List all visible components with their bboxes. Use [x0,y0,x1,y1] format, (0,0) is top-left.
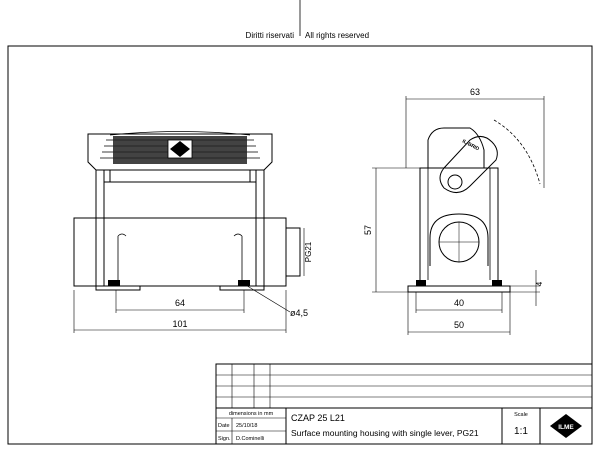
side-view: IL-BRID [407,119,541,293]
logo-diamond-icon [550,414,582,438]
front-logo-diamond-icon [170,141,190,157]
sign-value: D.Cominelli [236,436,264,442]
front-left-foot-hole [108,280,120,286]
front-base-feet [95,285,265,291]
front-body-inner [117,233,243,280]
front-cable-gland [285,227,301,277]
scale-value: 1:1 [514,426,528,437]
scale-label: Scale [514,412,528,418]
dim-leader-hole [243,283,291,313]
logo-text: ILME [558,424,574,431]
part-code: CZAP 25 L21 [291,413,345,423]
side-lever-pivot [447,174,463,190]
side-lever [439,136,498,193]
side-cap-outline [427,127,485,168]
dim-label-50: 50 [454,320,464,330]
part-description: Surface mounting housing with single lev… [291,428,479,438]
title-block-frame [215,363,593,445]
side-right-foot [492,280,502,286]
date-label: Date [218,423,230,429]
dim-label-4: 4 [535,281,544,286]
sign-label: Sign. [218,436,231,442]
rights-notice-english: All rights reserved [305,31,369,40]
date-value: 25/10/18 [236,423,257,429]
dim-label-40: 40 [454,298,464,308]
front-right-leg [249,169,265,290]
front-dimensions: 101 64 ø4,5 PG21 [73,228,313,333]
front-right-foot-hole [238,280,250,286]
rights-notice-italian: Diritti riservati [246,31,295,40]
lever-swing-arc [493,119,541,185]
company-logo: ILME [550,414,582,438]
side-dimensions: 63 57 40 50 4 [363,87,545,335]
dim-label-63: 63 [470,87,480,97]
title-block: dimensions in mm Date 25/10/18 Sign. D.C… [215,363,593,445]
dim-label-hole-diameter: ø4,5 [290,308,308,318]
dim-label-57: 57 [363,225,373,235]
side-base [407,285,511,293]
lever-brand-text: IL-BRID [461,138,480,152]
units-note: dimensions in mm [229,411,274,417]
front-left-leg [95,169,111,290]
side-left-foot [416,280,426,286]
front-view [73,131,301,291]
front-body-outline [73,181,287,287]
side-cable-entry-housing [429,213,489,266]
dim-label-101: 101 [172,319,187,329]
thread-size-label: PG21 [304,241,313,262]
dim-label-64: 64 [175,298,185,308]
side-body-inner [427,168,491,280]
